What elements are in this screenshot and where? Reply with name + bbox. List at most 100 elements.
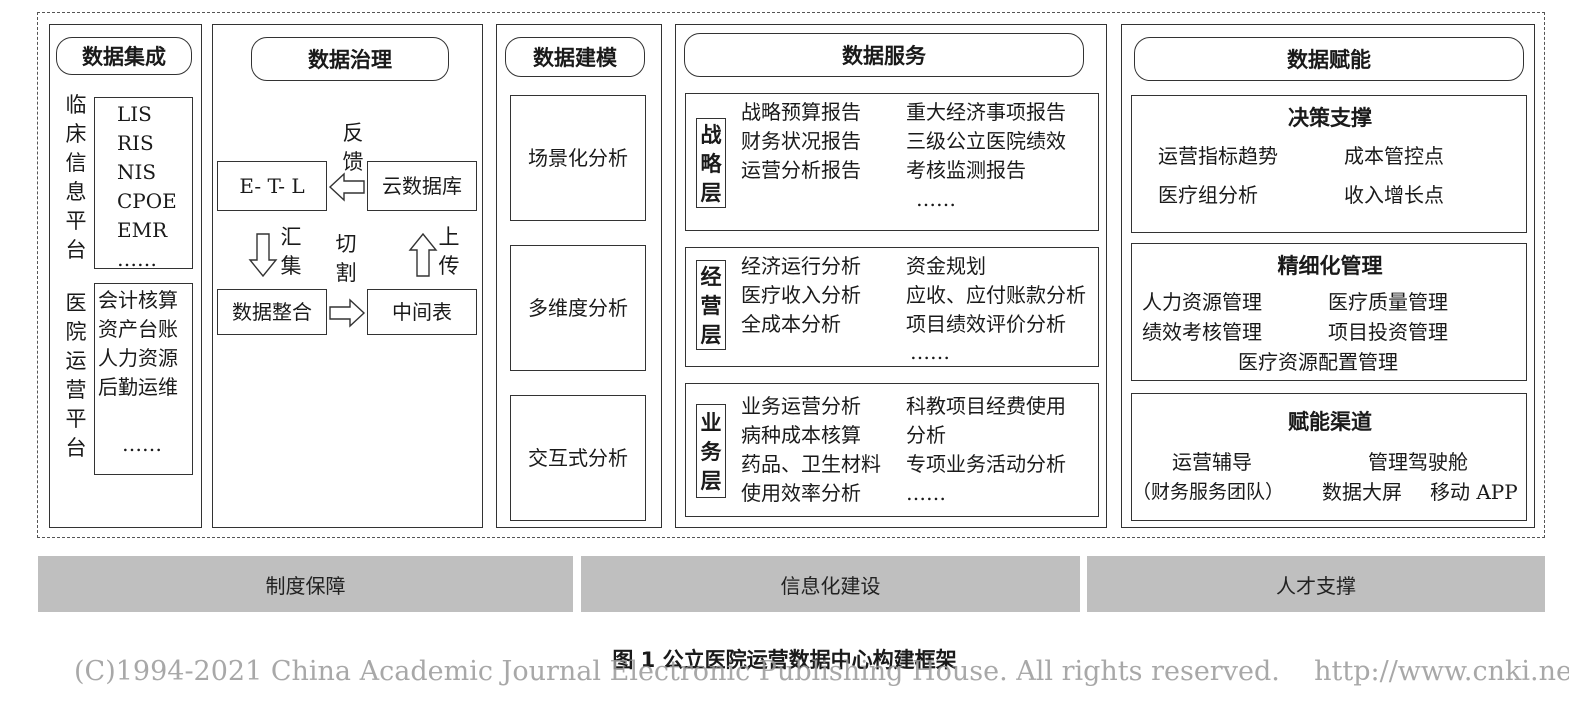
figure-caption: 图 1 公立医院运营数据中心构建框架 bbox=[612, 648, 957, 672]
clinical-item: RIS bbox=[117, 131, 154, 155]
service-item: 财务状况报告 bbox=[741, 129, 861, 153]
operation-layer-label: 经营层 bbox=[696, 260, 726, 350]
service-item: 专项业务活动分析 bbox=[906, 452, 1066, 476]
clinical-item: …… bbox=[117, 247, 157, 271]
ops-platform-label: 医院运营平台 bbox=[65, 291, 87, 460]
outer-dashed-frame bbox=[37, 12, 1545, 538]
clinical-item: NIS bbox=[117, 160, 157, 184]
strategy-layer-box: 战略层 战略预算报告 财务状况报告 运营分析报告 重大经济事项报告 三级公立医院… bbox=[685, 93, 1099, 231]
service-item: …… bbox=[906, 481, 946, 505]
data-integration-title: 数据集成 bbox=[56, 37, 192, 75]
service-item: 战略预算报告 bbox=[741, 100, 861, 124]
service-item: 医疗收入分析 bbox=[741, 283, 861, 307]
service-item: …… bbox=[910, 340, 950, 364]
empower-item: 人力资源管理 bbox=[1142, 290, 1262, 314]
ops-item: 后勤运维 bbox=[98, 375, 178, 399]
empower-item: 成本管控点 bbox=[1344, 144, 1444, 168]
decision-support-title: 决策支撑 bbox=[1288, 106, 1372, 130]
talent-support-bar: 人才支撑 bbox=[1087, 556, 1545, 612]
service-item: 重大经济事项报告 bbox=[906, 100, 1066, 124]
operation-right-list: 资金规划 应收、应付账款分析 项目绩效评价分析 …… bbox=[906, 252, 1086, 365]
data-service-panel: 数据服务 战略层 战略预算报告 财务状况报告 运营分析报告 重大经济事项报告 三… bbox=[675, 24, 1107, 528]
upload-label: 上传 bbox=[438, 225, 460, 278]
business-layer-box: 业务层 业务运营分析 病种成本核算 药品、卫生材料 使用效率分析 科教项目经费使… bbox=[685, 383, 1099, 517]
service-item: 药品、卫生材料 bbox=[741, 452, 881, 476]
business-layer-label: 业务层 bbox=[696, 404, 726, 498]
cut-label: 切割 bbox=[335, 232, 357, 285]
cloud-database-box: 云数据库 bbox=[367, 161, 477, 211]
service-item: …… bbox=[916, 187, 956, 211]
service-item: 三级公立医院绩效 bbox=[906, 129, 1066, 153]
data-integration-box: 数据整合 bbox=[217, 289, 327, 335]
aggregate-arrow-icon bbox=[248, 233, 278, 278]
service-item: 科教项目经费使用 bbox=[906, 394, 1066, 418]
empower-item: 收入增长点 bbox=[1344, 183, 1444, 207]
service-item: 考核监测报告 bbox=[906, 158, 1026, 182]
empower-item: 医疗质量管理 bbox=[1328, 290, 1448, 314]
service-item: 资金规划 bbox=[906, 254, 986, 278]
strategy-left-list: 战略预算报告 财务状况报告 运营分析报告 bbox=[741, 98, 861, 185]
strategy-right-list: 重大经济事项报告 三级公立医院绩效 考核监测报告 …… bbox=[906, 98, 1066, 214]
upload-arrow-icon bbox=[408, 232, 438, 277]
aggregate-label: 汇集 bbox=[280, 225, 302, 278]
data-governance-title: 数据治理 bbox=[251, 37, 449, 81]
business-left-list: 业务运营分析 病种成本核算 药品、卫生材料 使用效率分析 bbox=[741, 392, 881, 508]
scenario-analysis-box: 场景化分析 bbox=[510, 95, 646, 221]
empower-item: 医疗组分析 bbox=[1158, 183, 1258, 207]
data-empowerment-panel: 数据赋能 决策支撑 运营指标趋势 成本管控点 医疗组分析 收入增长点 精细化管理… bbox=[1121, 24, 1535, 528]
service-item: 分析 bbox=[906, 423, 946, 447]
data-modeling-panel: 数据建模 场景化分析 多维度分析 交互式分析 bbox=[496, 24, 662, 528]
empower-item: 运营指标趋势 bbox=[1158, 144, 1278, 168]
copyright-watermark: (C)1994-2021 China Academic Journal Elec… bbox=[74, 656, 1569, 687]
refined-management-title: 精细化管理 bbox=[1277, 254, 1383, 278]
empower-item: 项目投资管理 bbox=[1328, 320, 1448, 344]
data-integration-panel: 数据集成 临床信息平台 LIS RIS NIS CPOE EMR …… 医院运营… bbox=[49, 24, 202, 528]
feedback-label: 反馈 bbox=[342, 121, 364, 174]
empower-item: 管理驾驶舱 bbox=[1368, 450, 1468, 474]
data-modeling-title: 数据建模 bbox=[505, 37, 645, 77]
operation-layer-box: 经营层 经济运行分析 医疗收入分析 全成本分析 资金规划 应收、应付账款分析 项… bbox=[685, 247, 1099, 367]
ops-item: …… bbox=[122, 432, 162, 456]
clinical-item: CPOE bbox=[117, 189, 177, 213]
business-right-list: 科教项目经费使用 分析 专项业务活动分析 …… bbox=[906, 392, 1066, 508]
empower-item: 绩效考核管理 bbox=[1142, 320, 1262, 344]
service-item: 全成本分析 bbox=[741, 312, 841, 336]
institution-guarantee-bar: 制度保障 bbox=[38, 556, 573, 612]
interactive-analysis-box: 交互式分析 bbox=[510, 395, 646, 521]
etl-box: E- T- L bbox=[217, 161, 327, 211]
middle-table-box: 中间表 bbox=[367, 289, 477, 335]
service-item: 使用效率分析 bbox=[741, 481, 861, 505]
clinical-item: EMR bbox=[117, 218, 168, 242]
service-item: 业务运营分析 bbox=[741, 394, 861, 418]
ops-systems-list: 会计核算 资产台账 人力资源 后勤运维 …… bbox=[94, 283, 193, 475]
clinical-platform-label: 临床信息平台 bbox=[65, 93, 87, 262]
service-item: 病种成本核算 bbox=[741, 423, 861, 447]
multidimensional-analysis-box: 多维度分析 bbox=[510, 245, 646, 371]
empower-item: 运营辅导 bbox=[1172, 450, 1252, 474]
informatization-bar: 信息化建设 bbox=[581, 556, 1080, 612]
ops-item: 人力资源 bbox=[98, 346, 178, 370]
empower-item: 医疗资源配置管理 bbox=[1238, 350, 1398, 374]
data-governance-panel: 数据治理 E- T- L 云数据库 数据整合 中间表 反馈 汇集 切割 上传 bbox=[212, 24, 483, 528]
empower-item: 数据大屏 bbox=[1322, 480, 1402, 504]
data-empowerment-title: 数据赋能 bbox=[1134, 37, 1524, 81]
ops-item: 资产台账 bbox=[98, 317, 178, 341]
service-item: 经济运行分析 bbox=[741, 254, 861, 278]
decision-support-box: 决策支撑 运营指标趋势 成本管控点 医疗组分析 收入增长点 bbox=[1131, 95, 1527, 233]
ops-item: 会计核算 bbox=[98, 288, 178, 312]
service-item: 项目绩效评价分析 bbox=[906, 312, 1066, 336]
strategy-layer-label: 战略层 bbox=[696, 118, 726, 208]
data-service-title: 数据服务 bbox=[684, 33, 1084, 77]
cut-arrow-icon bbox=[329, 298, 366, 328]
clinical-systems-list: LIS RIS NIS CPOE EMR …… bbox=[94, 97, 193, 271]
empower-item: 移动 APP bbox=[1430, 480, 1518, 504]
empowerment-channel-box: 赋能渠道 运营辅导 管理驾驶舱 （财务服务团队） 数据大屏 移动 APP bbox=[1131, 393, 1527, 521]
operation-left-list: 经济运行分析 医疗收入分析 全成本分析 bbox=[741, 252, 861, 339]
service-item: 运营分析报告 bbox=[741, 158, 861, 182]
refined-management-box: 精细化管理 人力资源管理 医疗质量管理 绩效考核管理 项目投资管理 医疗资源配置… bbox=[1131, 243, 1527, 381]
feedback-arrow-icon bbox=[328, 172, 365, 202]
empowerment-channel-title: 赋能渠道 bbox=[1288, 410, 1372, 434]
clinical-item: LIS bbox=[117, 102, 152, 126]
service-item: 应收、应付账款分析 bbox=[906, 283, 1086, 307]
empower-item: （财务服务团队） bbox=[1132, 481, 1285, 503]
